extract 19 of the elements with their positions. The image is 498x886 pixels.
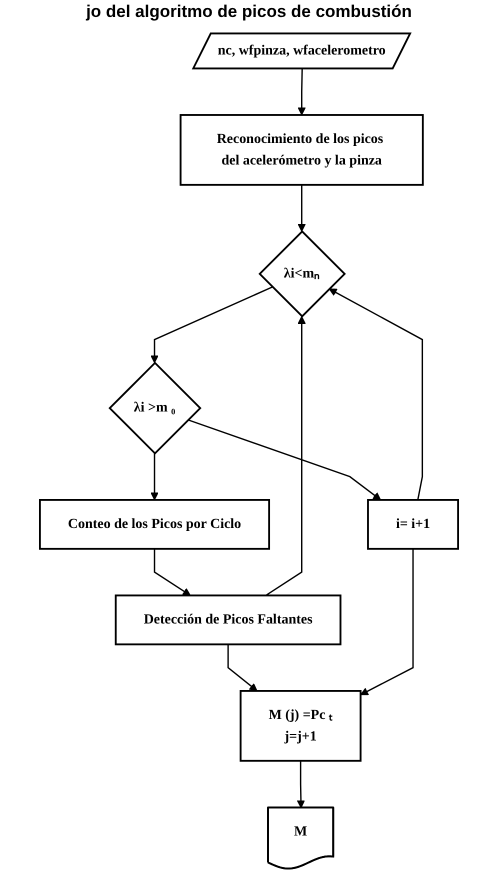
arrow	[227, 644, 258, 692]
node-box: Detección de Picos Faltantes	[114, 594, 342, 646]
arrow	[296, 760, 306, 808]
node-diamond: λi >m ₀	[108, 362, 202, 455]
node-box: M (j) =Pc ₜ j=j+1	[240, 690, 362, 762]
arrow	[188, 419, 382, 500]
arrow	[154, 548, 191, 596]
node-box: i= i+1	[367, 499, 459, 550]
node-diamond: λi<mₙ	[258, 230, 346, 318]
arrow	[328, 288, 424, 500]
arrow	[298, 184, 306, 232]
arrow	[150, 286, 273, 364]
diagram-title: jo del algoritmo de picos de combustión	[84, 2, 413, 22]
arrow	[265, 316, 306, 596]
node-box: Conteo de los Picos por Ciclo	[39, 499, 270, 550]
arrow	[150, 453, 159, 500]
node-box: Reconocimiento de los picos del acelerómetro y la pinza	[180, 114, 424, 186]
arrow	[298, 68, 306, 116]
arrow	[360, 548, 414, 696]
